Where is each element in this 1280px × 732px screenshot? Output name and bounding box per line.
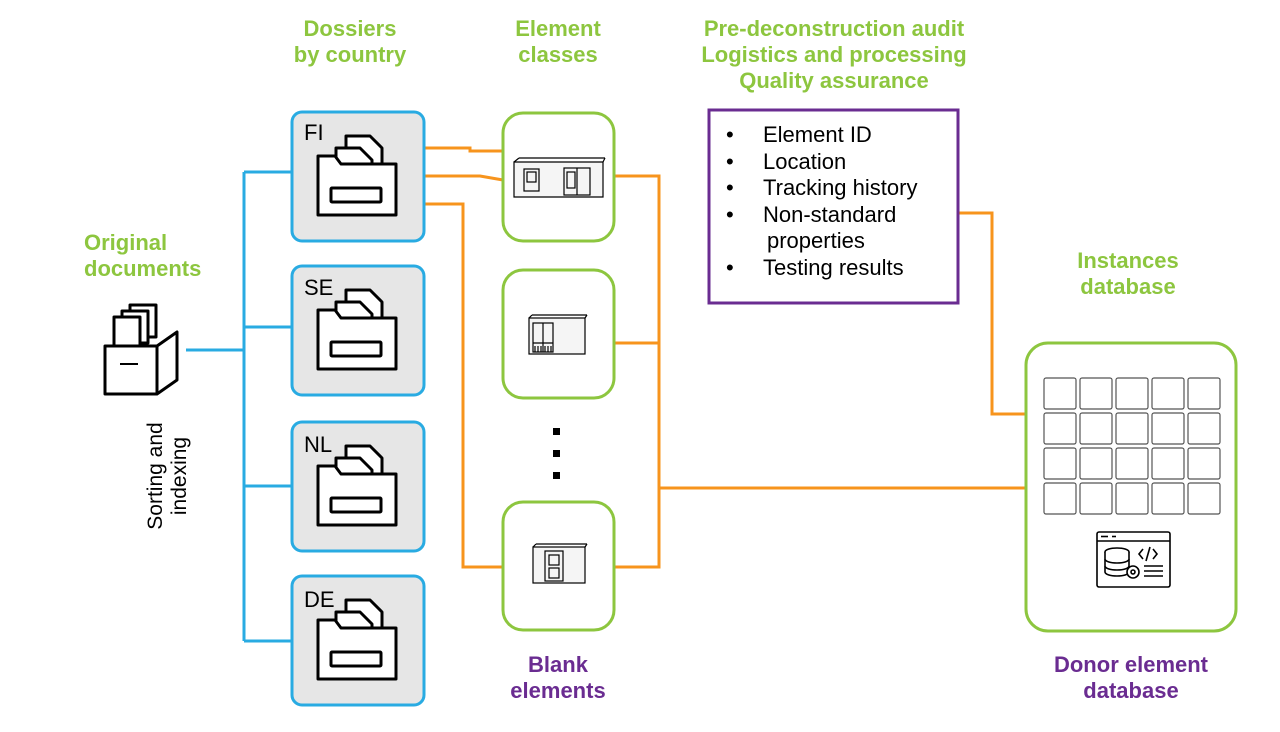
building-element-icon	[532, 543, 588, 584]
database-code-icon	[1096, 531, 1171, 588]
dossier-nl[interactable]	[290, 420, 426, 553]
instance-cell	[1079, 412, 1113, 445]
dossier-code-se: SE	[304, 275, 334, 300]
sorting-connectors	[186, 170, 292, 643]
blank-elements-label: Blank elements	[510, 652, 606, 703]
instance-cell	[1151, 447, 1185, 480]
instance-cell	[1079, 447, 1113, 480]
instance-cell	[1115, 482, 1149, 515]
instance-cell	[1187, 447, 1221, 480]
instance-cell	[1043, 377, 1077, 410]
instance-cell	[1043, 447, 1077, 480]
folder-document-icon	[316, 598, 398, 681]
dossiers-label: Dossiers by country	[293, 16, 407, 67]
property-item: Testing results	[726, 255, 917, 282]
property-item: Element ID	[726, 122, 917, 149]
dossier-code-de: DE	[304, 587, 335, 612]
instance-cell	[1187, 377, 1221, 410]
building-element-icon	[513, 157, 606, 198]
instance-cell	[1187, 412, 1221, 445]
instance-cell	[1043, 412, 1077, 445]
property-item: Location	[726, 149, 917, 176]
folder-document-icon	[316, 444, 398, 527]
element-class-1[interactable]	[501, 111, 616, 243]
instance-cell	[1043, 482, 1077, 515]
instance-cell	[1079, 482, 1113, 515]
element-classes-label: Element classes	[515, 16, 601, 67]
dossier-code-fi: FI	[304, 120, 324, 145]
instance-cell	[1187, 482, 1221, 515]
audit-label: Pre-deconstruction audit Logistics and p…	[701, 16, 967, 93]
more-elements-ellipsis	[549, 428, 565, 480]
folder-document-icon	[316, 134, 398, 217]
element-class-2[interactable]	[501, 268, 616, 400]
dossier-se[interactable]	[290, 264, 426, 397]
donor-database-box[interactable]	[1024, 341, 1238, 633]
dossier-de[interactable]	[290, 574, 426, 707]
instance-cell	[1079, 377, 1113, 410]
instances-database-label: Instances database	[1077, 248, 1179, 299]
instance-grid	[1043, 377, 1221, 515]
instance-cell	[1115, 412, 1149, 445]
property-item: Tracking history	[726, 175, 917, 202]
element-class-3[interactable]	[501, 500, 616, 632]
original-documents-label: Original documents	[84, 230, 202, 281]
element-connectors	[424, 146, 1026, 569]
instance-cell	[1151, 412, 1185, 445]
document-box-icon	[103, 303, 179, 396]
instance-cell	[1151, 482, 1185, 515]
building-element-icon	[528, 314, 588, 355]
folder-document-icon	[316, 288, 398, 371]
dossier-fi[interactable]	[290, 110, 426, 243]
donor-database-label: Donor element database	[1053, 652, 1209, 703]
dossier-code-nl: NL	[304, 432, 333, 457]
instance-cell	[1115, 377, 1149, 410]
properties-list: Element ID Location Tracking history Non…	[726, 122, 917, 282]
instance-cell	[1151, 377, 1185, 410]
instance-cell	[1115, 447, 1149, 480]
